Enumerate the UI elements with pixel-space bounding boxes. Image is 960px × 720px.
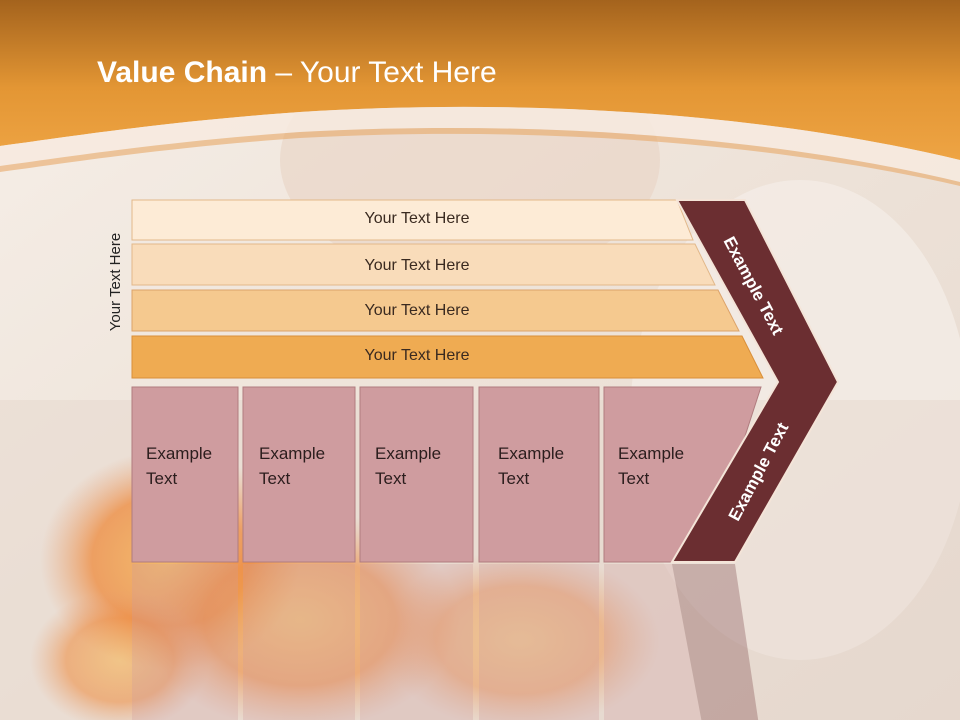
box-1-line2: Text (146, 469, 178, 488)
activity-box-3 (359, 386, 474, 563)
band-4-label: Your Text Here (364, 347, 470, 364)
band-2 (131, 243, 716, 286)
activity-box-4 (478, 386, 600, 563)
activity-box-2 (242, 386, 356, 563)
box-5-line1: Example (618, 444, 685, 463)
slide-title: Value Chain – Your Text Here (97, 56, 497, 90)
band-4 (131, 335, 764, 379)
title-rest: – Your Text Here (267, 56, 497, 89)
box-5-line2: Text (618, 469, 650, 488)
activity-box-1 (131, 386, 239, 563)
box-2-line2: Text (259, 469, 291, 488)
box-4-line1: Example (498, 444, 565, 463)
title-bold: Value Chain (97, 56, 268, 89)
band-2-label: Your Text Here (364, 257, 470, 274)
box-3-line2: Text (375, 469, 407, 488)
box-2-line1: Example (259, 444, 326, 463)
band-3 (131, 289, 740, 332)
band-1 (131, 199, 694, 241)
box-4-line2: Text (498, 469, 530, 488)
band-3-label: Your Text Here (364, 302, 470, 319)
margin-arrow (670, 199, 840, 563)
band-1-label: Your Text Here (364, 210, 470, 227)
box-3-line1: Example (375, 444, 442, 463)
box-1-line1: Example (146, 444, 213, 463)
